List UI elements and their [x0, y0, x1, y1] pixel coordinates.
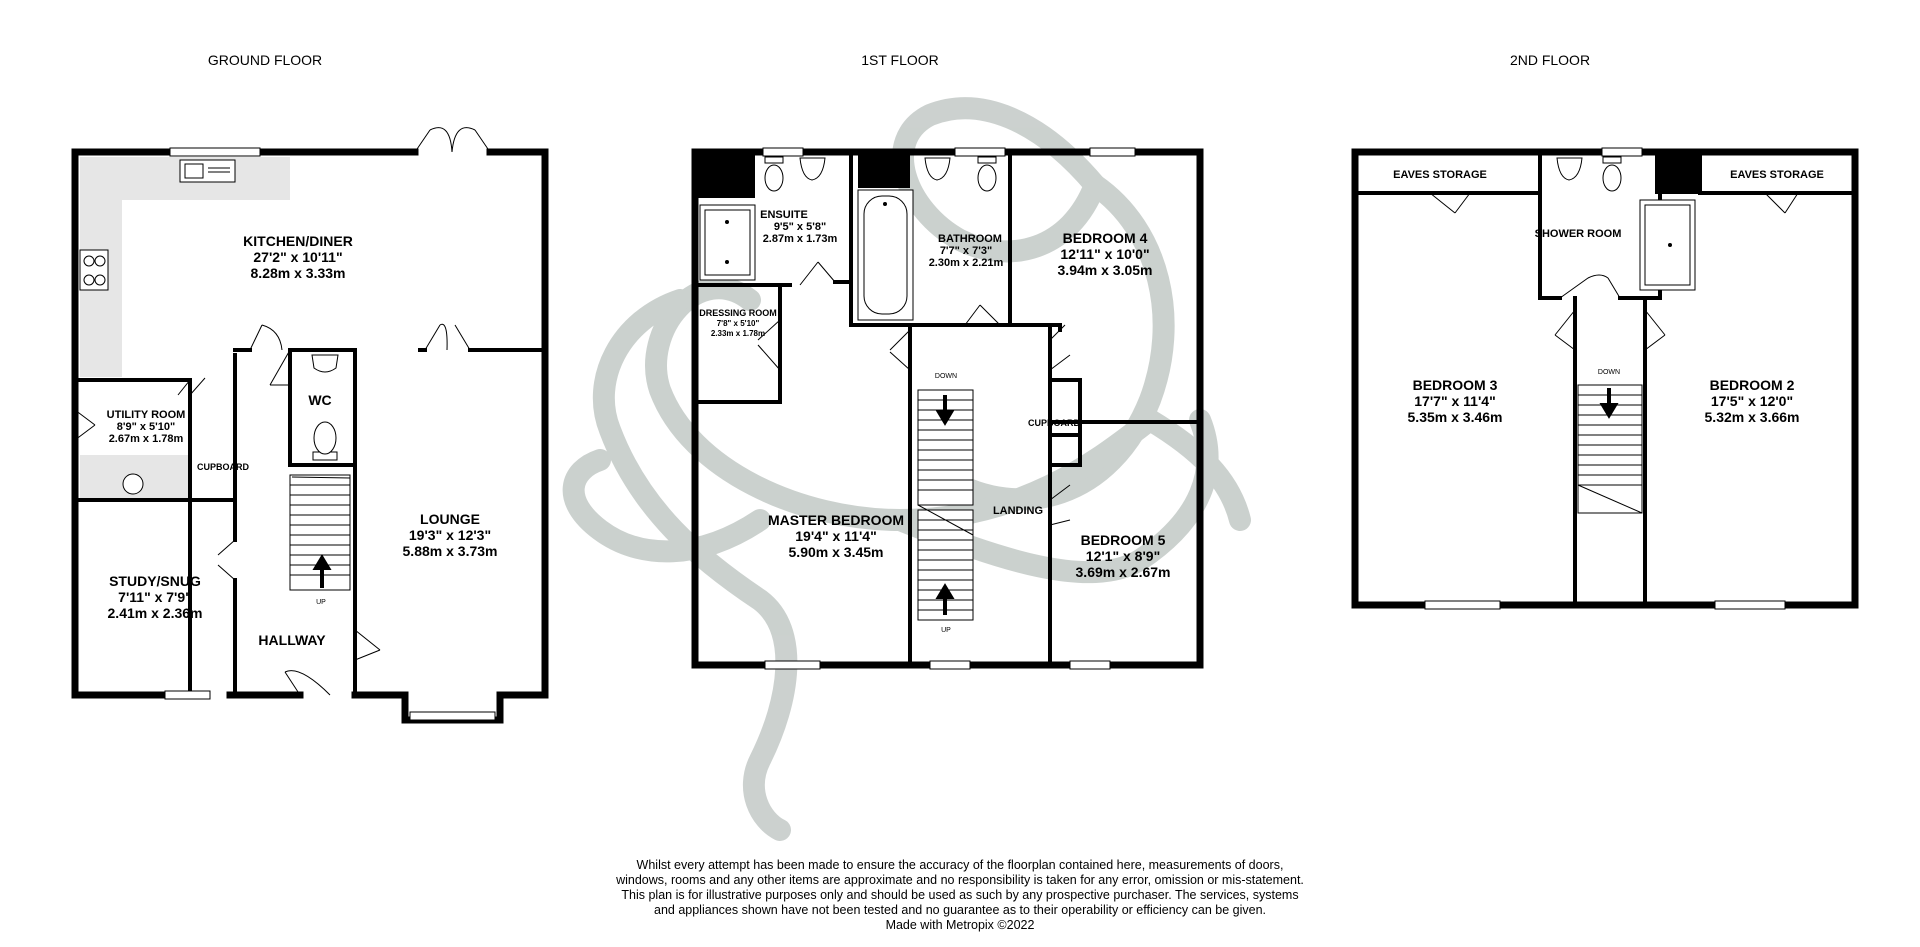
kitchen-metric: 8.28m x 3.33m — [251, 265, 346, 281]
bedroom5-metric: 3.69m x 2.67m — [1076, 564, 1171, 580]
ensuite-basin-icon — [799, 157, 826, 181]
kitchen-imperial: 27'2" x 10'11" — [253, 249, 342, 265]
ground-stairs-up-label: UP — [316, 599, 326, 606]
arrow-up-icon — [312, 554, 332, 588]
eaves-right-name: EAVES STORAGE — [1730, 169, 1824, 181]
ensuite-shower-icon — [699, 204, 756, 281]
first-floor-title: 1ST FLOOR — [861, 52, 939, 68]
toilet-icon — [312, 421, 338, 461]
hob-icon — [79, 249, 109, 291]
arrow-down-icon — [935, 395, 955, 426]
master-imperial: 19'4" x 11'4" — [795, 528, 876, 544]
ground-cupboard-name: CUPBOARD — [197, 462, 250, 472]
ensuite-toilet-icon — [764, 156, 784, 192]
first-cupboard-name: CUPBOARD — [1028, 418, 1081, 428]
bedroom3-imperial: 17'7" x 11'4" — [1414, 393, 1495, 409]
first-stairs-up-label: UP — [941, 627, 951, 634]
first-stairs — [917, 389, 974, 621]
bathroom-toilet-icon — [977, 156, 997, 192]
arrow-down-icon — [1599, 388, 1619, 419]
utility-sink-icon — [122, 473, 144, 495]
bathroom-metric: 2.30m x 2.21m — [929, 257, 1004, 269]
disclaimer-block: Whilst every attempt has been made to en… — [610, 858, 1310, 933]
arrow-up-icon — [935, 583, 955, 615]
dressing-name: DRESSING ROOM — [699, 308, 777, 318]
landing-name: LANDING — [993, 505, 1043, 517]
bathroom-basin-icon — [924, 157, 951, 181]
lounge-metric: 5.88m x 3.73m — [403, 543, 498, 559]
bedroom5-imperial: 12'1" x 8'9" — [1086, 548, 1160, 564]
first-floor-plan: DOWN UP ENSUITE 9'5" x 5'8" 2.87m x 1.73… — [691, 147, 1204, 670]
bedroom4-metric: 3.94m x 3.05m — [1058, 262, 1153, 278]
wc-name: WC — [308, 392, 331, 408]
dressing-imperial: 7'8" x 5'10" — [717, 319, 760, 328]
ensuite-name: ENSUITE — [760, 209, 808, 221]
utility-name: UTILITY ROOM — [107, 409, 186, 421]
utility-imperial: 8'9" x 5'10" — [117, 421, 175, 433]
logo-swirl-watermark — [562, 97, 1251, 841]
second-stairs — [1577, 384, 1643, 514]
bathroom-name: BATHROOM — [938, 233, 1002, 245]
shower-room-name: SHOWER ROOM — [1535, 228, 1622, 240]
bath-icon — [857, 189, 914, 321]
bedroom4-imperial: 12'11" x 10'0" — [1060, 246, 1149, 262]
second-floor-plan: DOWN EAVES STORAGE EAVES STORAGE SHOWER … — [1351, 147, 1859, 610]
bedroom3-metric: 5.35m x 3.46m — [1408, 409, 1503, 425]
sink-icon — [179, 159, 236, 183]
bedroom2-imperial: 17'5" x 12'0" — [1711, 393, 1793, 409]
study-name: STUDY/SNUG — [109, 573, 201, 589]
shower-tray-icon — [1639, 199, 1696, 291]
ground-stairs — [289, 474, 351, 591]
shower-room-toilet-icon — [1602, 156, 1622, 192]
bedroom5-name: BEDROOM 5 — [1081, 532, 1166, 548]
second-stairs-down-label: DOWN — [1598, 369, 1620, 376]
eaves-left-name: EAVES STORAGE — [1393, 169, 1487, 181]
shower-room-basin-icon — [1556, 157, 1583, 181]
dressing-metric: 2.33m x 1.78m — [711, 329, 765, 338]
ensuite-metric: 2.87m x 1.73m — [763, 233, 838, 245]
ensuite-imperial: 9'5" x 5'8" — [774, 221, 826, 233]
bedroom4-name: BEDROOM 4 — [1063, 230, 1148, 246]
bedroom3-name: BEDROOM 3 — [1413, 377, 1498, 393]
bedroom2-metric: 5.32m x 3.66m — [1705, 409, 1800, 425]
ground-floor-title: GROUND FLOOR — [208, 52, 322, 68]
disclaimer-text: Whilst every attempt has been made to en… — [616, 858, 1304, 917]
bedroom2-name: BEDROOM 2 — [1710, 377, 1795, 393]
hallway-name: HALLWAY — [258, 632, 326, 648]
second-floor-title: 2ND FLOOR — [1510, 52, 1590, 68]
master-name: MASTER BEDROOM — [768, 512, 904, 528]
study-imperial: 7'11" x 7'9" — [118, 589, 192, 605]
utility-metric: 2.67m x 1.78m — [109, 433, 184, 445]
lounge-name: LOUNGE — [420, 511, 480, 527]
study-metric: 2.41m x 2.36m — [108, 605, 203, 621]
first-stairs-down-label: DOWN — [935, 373, 957, 380]
master-metric: 5.90m x 3.45m — [789, 544, 884, 560]
kitchen-name: KITCHEN/DINER — [243, 233, 353, 249]
lounge-imperial: 19'3" x 12'3" — [409, 527, 491, 543]
ground-floor-plan: UP KITCHEN/DINER 27'2" x 10'11" 8.28m x … — [71, 127, 549, 724]
basin-icon — [311, 354, 339, 373]
metropix-credit: Made with Metropix ©2022 — [885, 918, 1035, 932]
bathroom-imperial: 7'7" x 7'3" — [940, 245, 992, 257]
